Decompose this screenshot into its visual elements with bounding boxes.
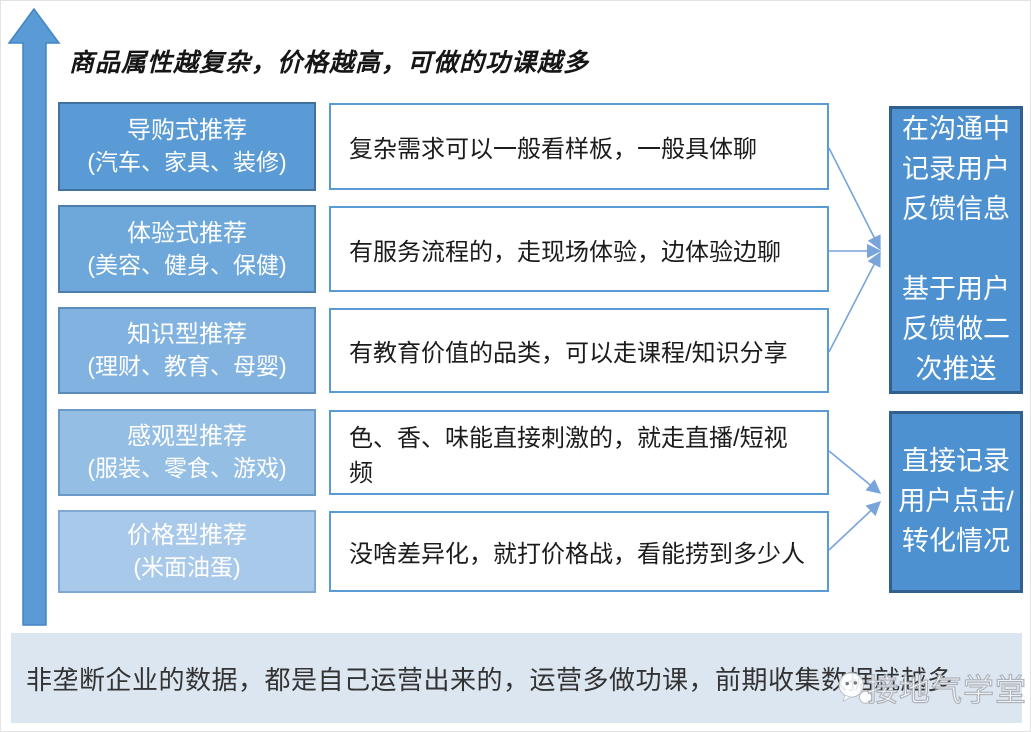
chat-bubble-icon — [838, 672, 873, 704]
category-label: 导购式推荐 — [127, 117, 247, 145]
category-box: 知识型推荐 (理财、教育、母婴) — [58, 307, 316, 394]
note-box: 复杂需求可以一般看样板，一般具体聊 — [329, 103, 829, 190]
category-box: 感观型推荐 (服装、零食、游戏) — [58, 409, 316, 496]
category-label: 体验式推荐 — [127, 219, 247, 247]
up-arrow-icon — [7, 7, 61, 626]
outcome-box-feedback: 在沟通中 记录用户 反馈信息 基于用户 反馈做二 次推送 — [889, 106, 1023, 394]
category-examples: (汽车、家具、装修) — [87, 149, 287, 176]
note-text: 复杂需求可以一般看样板，一般具体聊 — [349, 136, 757, 163]
category-examples: (米面油蛋) — [133, 554, 241, 581]
note-box: 色、香、味能直接刺激的，就走直播/短视频 — [329, 410, 829, 495]
category-label: 知识型推荐 — [127, 321, 247, 349]
category-row: 感观型推荐 (服装、零食、游戏) 色、香、味能直接刺激的，就走直播/短视频 — [58, 409, 829, 496]
note-box: 没啥差异化，就打价格战，看能捞到多少人 — [329, 511, 829, 592]
outcome-box-clicks: 直接记录 用户点击/ 转化情况 — [889, 411, 1023, 593]
note-text: 有服务流程的，走现场体验，边体验边聊 — [349, 238, 781, 266]
category-box: 导购式推荐 (汽车、家具、装修) — [58, 102, 316, 191]
category-row: 价格型推荐 (米面油蛋) 没啥差异化，就打价格战，看能捞到多少人 — [58, 510, 829, 593]
category-label: 感观型推荐 — [127, 423, 247, 451]
category-row: 体验式推荐 (美容、健身、保健) 有服务流程的，走现场体验，边体验边聊 — [58, 205, 829, 293]
note-text: 没啥差异化，就打价格战，看能捞到多少人 — [349, 541, 805, 568]
category-examples: (服装、零食、游戏) — [87, 455, 287, 482]
note-text: 有教育价值的品类，可以走课程/知识分享 — [349, 340, 788, 367]
category-label: 价格型推荐 — [127, 522, 247, 550]
category-examples: (美容、健身、保健) — [87, 251, 287, 278]
category-box: 价格型推荐 (米面油蛋) — [58, 510, 316, 593]
page-title: 商品属性越复杂，价格越高，可做的功课越多 — [69, 49, 590, 77]
category-box: 体验式推荐 (美容、健身、保健) — [58, 205, 316, 293]
watermark-text: 接地气学堂 — [866, 672, 1027, 708]
footer-text: 非垄断企业的数据，都是自己运营出来的，运营多做功课，前期收集数据就越多 — [26, 664, 954, 695]
category-row: 知识型推荐 (理财、教育、母婴) 有教育价值的品类，可以走课程/知识分享 — [58, 307, 829, 394]
note-text: 色、香、味能直接刺激的，就走直播/短视频 — [349, 424, 788, 487]
category-examples: (理财、教育、母婴) — [87, 353, 287, 380]
note-box: 有服务流程的，走现场体验，边体验边聊 — [329, 206, 829, 292]
category-row: 导购式推荐 (汽车、家具、装修) 复杂需求可以一般看样板，一般具体聊 — [58, 102, 829, 191]
note-box: 有教育价值的品类，可以走课程/知识分享 — [329, 308, 829, 393]
watermark: 接地气学堂 — [837, 656, 1027, 718]
